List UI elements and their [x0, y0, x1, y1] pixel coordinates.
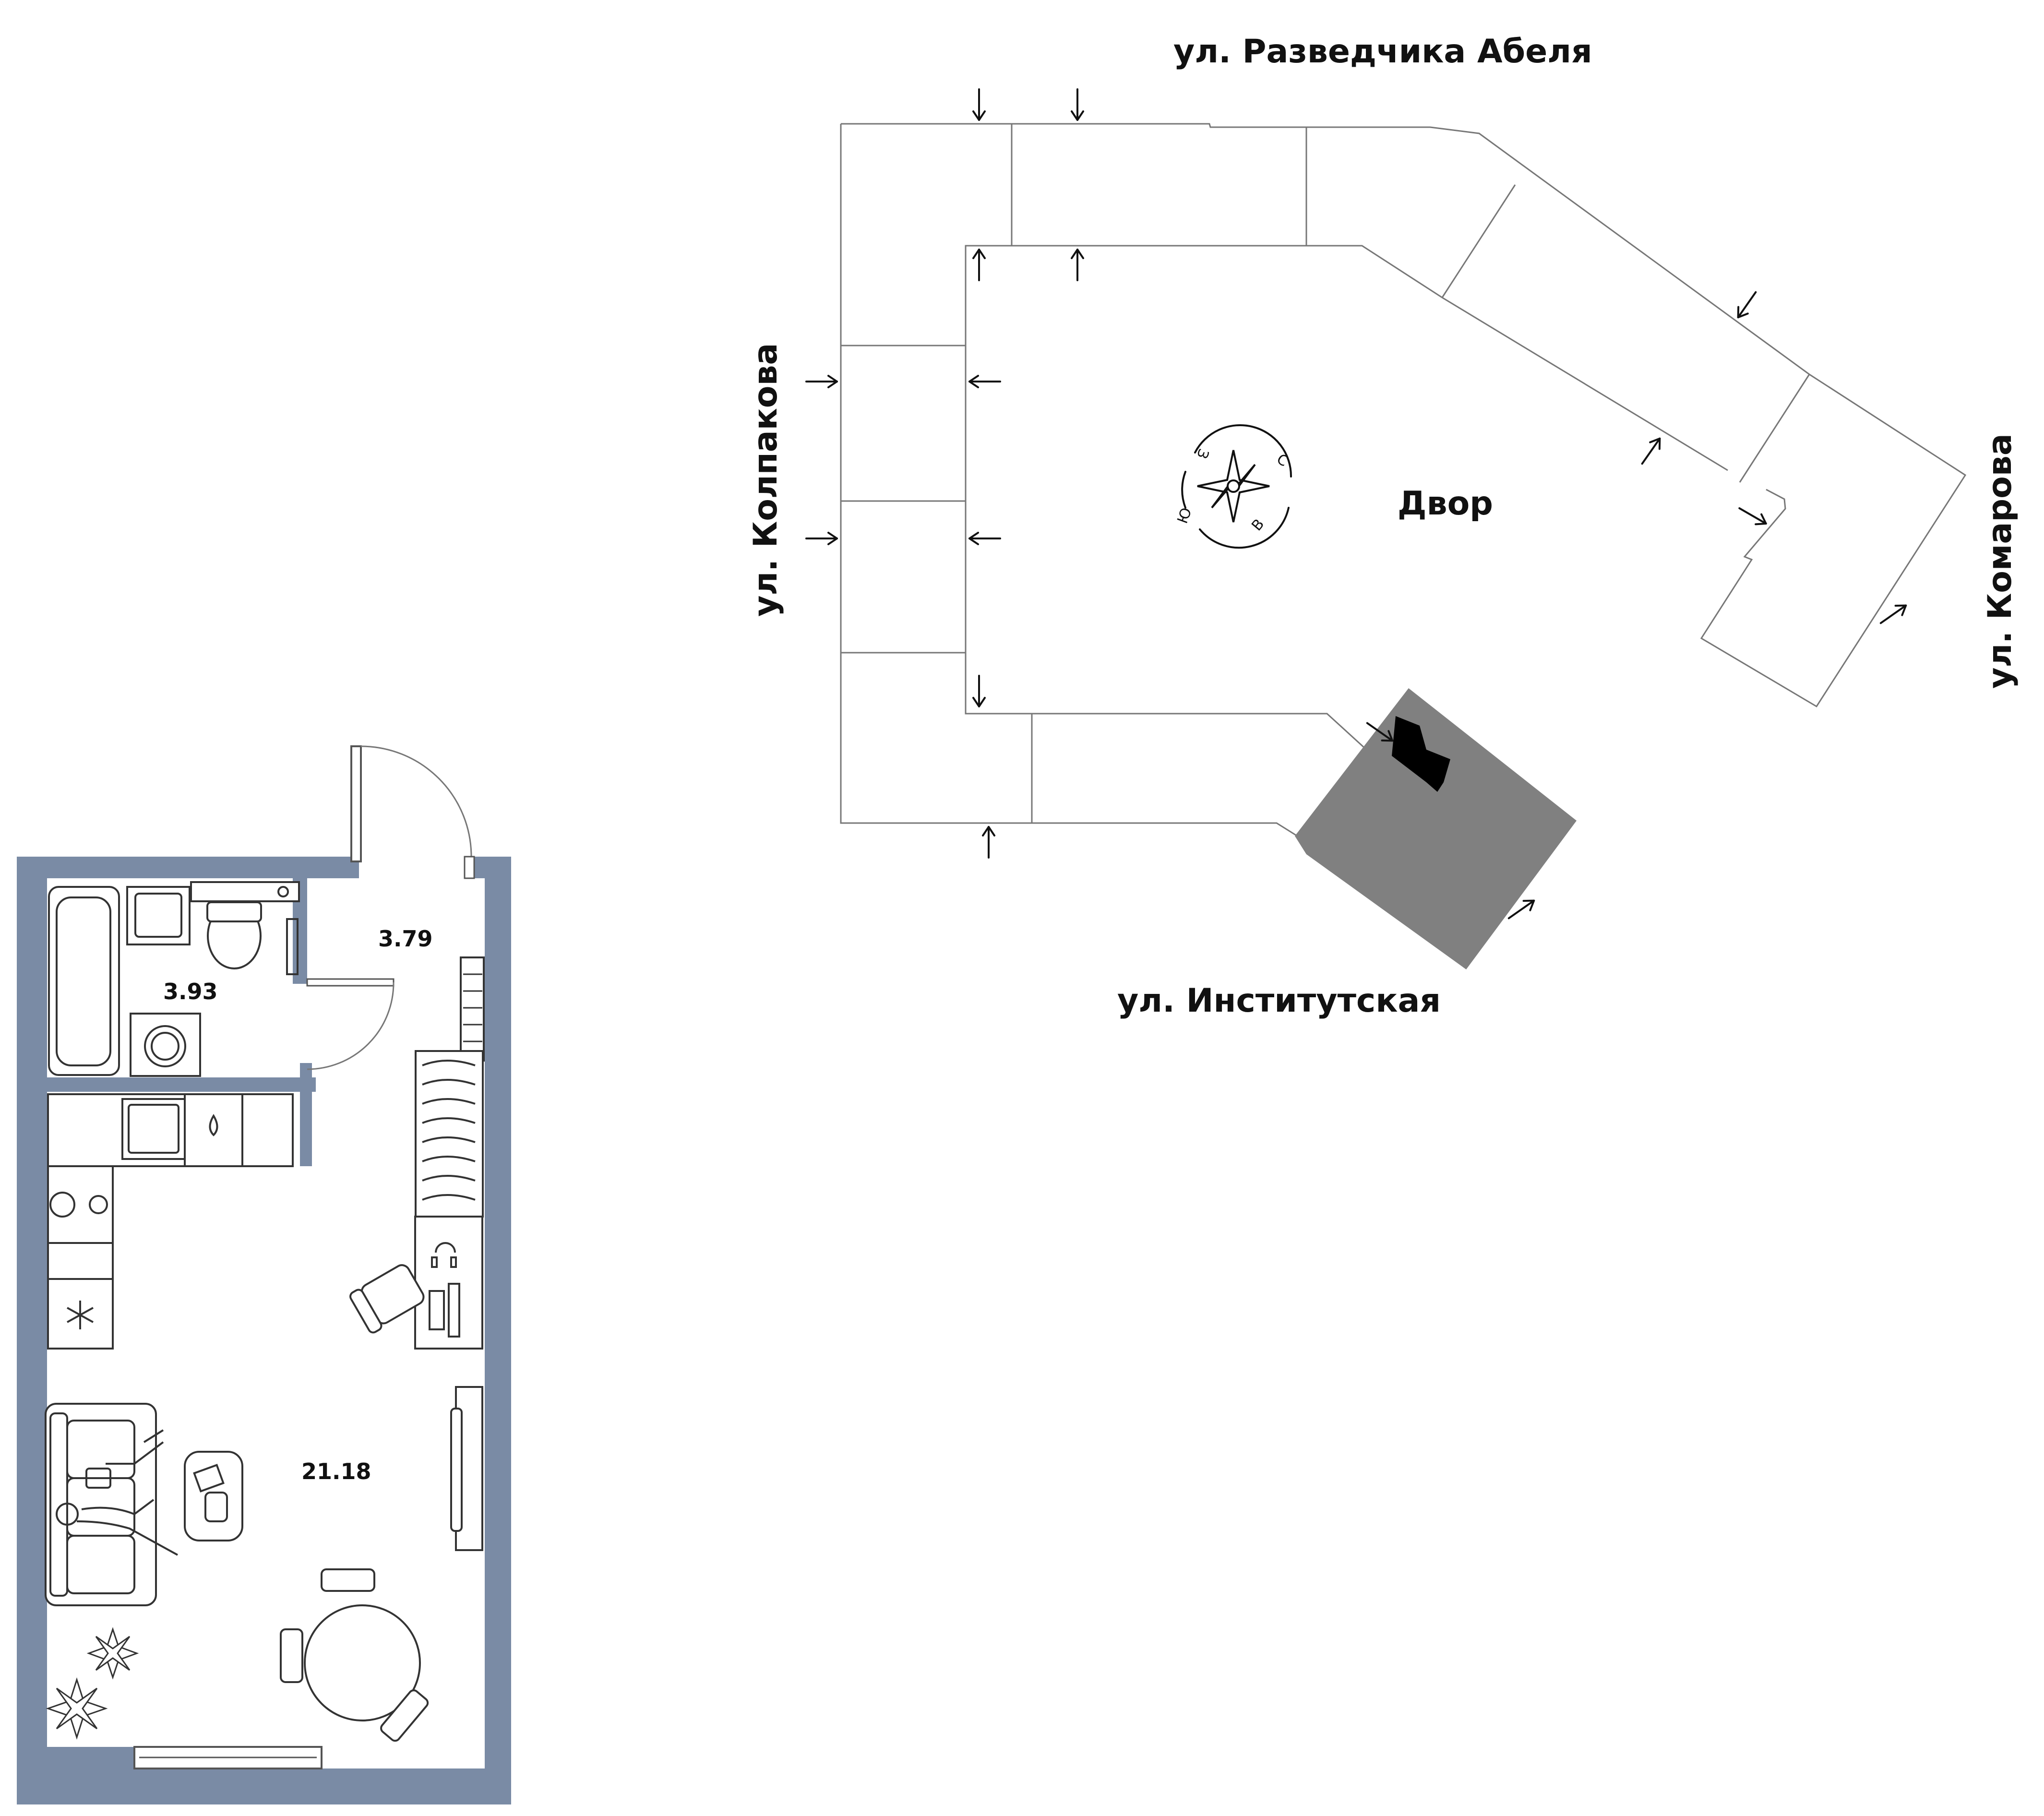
compass-west-label: З: [1193, 446, 1212, 461]
entrance-door-swing: [360, 745, 472, 857]
street-label-north: ул. Разведчика Абеля: [1173, 33, 1592, 71]
dining-table: [304, 1604, 421, 1721]
bathroom-door-swing: [307, 982, 394, 1070]
section-marker: [1392, 716, 1450, 792]
compass-rose: С В Ю З: [1174, 424, 1292, 549]
plant-icon: [46, 1677, 108, 1740]
room-area-living-room: 21.18: [301, 1458, 371, 1484]
courtyard-label: Двор: [1398, 485, 1493, 523]
bathroom-door-leaf: [306, 978, 394, 987]
room-area-hallway: 3.79: [378, 926, 433, 952]
bathroom-sink: [126, 886, 191, 945]
shelf: [190, 881, 300, 902]
compass-south-label: Ю: [1174, 505, 1195, 526]
exterior-wall: [17, 1768, 511, 1804]
towel-rail: [286, 918, 299, 975]
building-outline-south-inner: [1032, 713, 1366, 750]
sofa: [45, 1403, 157, 1606]
chair: [280, 1628, 303, 1683]
chair: [321, 1568, 375, 1592]
entrance-door-leaf: [350, 745, 362, 862]
interior-wall: [300, 1063, 312, 1085]
snowflake-icon: [67, 1301, 94, 1329]
shoe-rack: [460, 956, 485, 1062]
headphones-icon: [431, 1242, 457, 1268]
stove-burner: [49, 1192, 75, 1218]
office-chair: [349, 1264, 425, 1334]
building-outline-west: [840, 124, 1728, 824]
section-divider: [1739, 374, 1810, 483]
compass-east-label: В: [1248, 516, 1267, 534]
monitor: [429, 1290, 445, 1330]
interior-wall: [47, 1077, 316, 1092]
wardrobe: [415, 1050, 484, 1218]
section-divider: [1441, 184, 1516, 298]
kitchen-sink: [121, 1098, 186, 1160]
plant-icon: [86, 1627, 139, 1680]
street-label-east: ул. Комарова: [1981, 433, 2019, 689]
wardrobe-hangers: [422, 1060, 476, 1201]
bathtub: [48, 886, 120, 1076]
tv: [450, 1408, 463, 1532]
building-outline-north: [841, 123, 1967, 708]
street-label-south: ул. Институтская: [1117, 982, 1441, 1020]
floor-plan: 3.93 3.79 21.18: [17, 745, 511, 1804]
room-area-bathroom: 3.93: [163, 979, 218, 1004]
street-label-west: ул. Колпакова: [747, 343, 785, 617]
coffee-table: [184, 1451, 243, 1541]
site-plan: С В Ю З ул. Разведчика Абеля ул. Колпако…: [747, 33, 2019, 1020]
chair: [380, 1689, 429, 1742]
water-drop-icon: [209, 1114, 218, 1136]
highlighted-building-section: [1295, 688, 1577, 969]
interior-wall: [300, 1077, 312, 1166]
person-sitting-icon: [56, 1429, 178, 1556]
building-outline-south: [1032, 822, 1296, 836]
